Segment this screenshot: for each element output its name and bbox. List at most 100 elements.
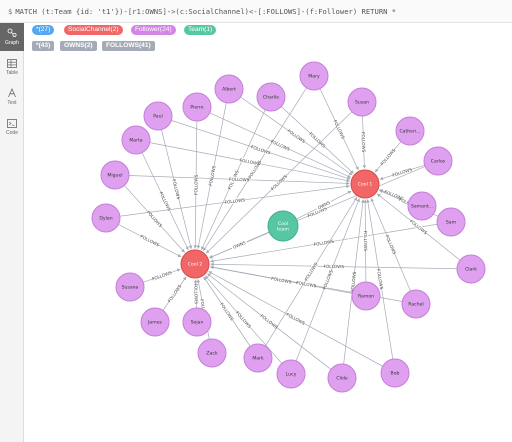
- relationship-label: FOLLOWS: [224, 197, 245, 205]
- follows-relationship[interactable]: FOLLOWS: [193, 120, 199, 249]
- follows-relationship[interactable]: FOLLOWS: [193, 279, 199, 309]
- follower-node[interactable]: Albert: [214, 74, 244, 104]
- sidebar-item-table[interactable]: Table: [0, 53, 24, 81]
- follower-node[interactable]: Pierre: [182, 92, 212, 122]
- follows-relationship[interactable]: FOLLOWS: [118, 224, 182, 258]
- sidebar-item-code[interactable]: Code: [0, 113, 24, 141]
- relationship-label: FOLLOWS: [322, 269, 334, 290]
- follower-node[interactable]: Mary: [299, 61, 329, 91]
- node-label: team: [277, 227, 289, 233]
- follows-relationship[interactable]: FOLLOWS: [362, 199, 369, 283]
- follows-relationship[interactable]: FOLLOWS: [343, 199, 365, 365]
- follower-node[interactable]: Susan: [347, 87, 377, 117]
- follows-relationship[interactable]: FOLLOWS: [196, 102, 227, 249]
- follows-relationship[interactable]: FOLLOWS: [171, 120, 351, 180]
- node-label: Samant...: [411, 204, 433, 210]
- relationship-label: FOLLOWS: [392, 167, 413, 178]
- follower-node[interactable]: Sojan: [182, 307, 212, 337]
- follows-relationship[interactable]: FOLLOWS: [161, 129, 193, 250]
- follower-node[interactable]: Ramon: [351, 281, 381, 311]
- follows-relationship[interactable]: FOLLOWS: [209, 112, 352, 178]
- owns-relationship[interactable]: OWNS: [209, 231, 270, 259]
- follower-node[interactable]: Clark: [456, 254, 486, 284]
- node-label: Rachel: [408, 302, 423, 308]
- tag-socialchannel[interactable]: SocialChannel(2): [64, 25, 123, 35]
- relationship-label: FOLLOWS: [271, 276, 292, 285]
- follows-relationship[interactable]: FOLLOWS: [162, 276, 187, 311]
- relationship-label: OWNS: [232, 240, 246, 250]
- follower-node[interactable]: Sam: [436, 207, 466, 237]
- query-bar[interactable]: $MATCH (t:Team {id: 't1'})-[r1:OWNS]->(c…: [0, 0, 512, 23]
- relationship-label: FOLLOWS: [270, 173, 288, 191]
- relationship-label: FOLLOWS: [333, 119, 346, 140]
- sidebar-item-label: Text: [7, 100, 17, 106]
- follows-relationship[interactable]: FOLLOWS: [374, 141, 402, 173]
- view-sidebar: Graph Table Text Code: [0, 23, 24, 442]
- follows-relationship[interactable]: FOLLOWS: [128, 175, 350, 186]
- node-label: Clark: [465, 267, 477, 273]
- node-label: Catheri...: [399, 129, 420, 135]
- node-label: Cool: [278, 221, 288, 227]
- follower-node[interactable]: Samant...: [407, 191, 437, 221]
- relationship-label: FOLLOWS: [286, 312, 307, 326]
- follows-relationship[interactable]: FOLLOWS: [210, 262, 458, 270]
- text-icon: [8, 88, 16, 98]
- node-label: Susana: [122, 285, 139, 291]
- graph-visualization[interactable]: FOLLOWSFOLLOWSFOLLOWSFOLLOWSFOLLOWSFOLLO…: [24, 56, 512, 442]
- sidebar-item-graph[interactable]: Graph: [0, 23, 24, 51]
- follower-node[interactable]: Marta: [121, 125, 151, 155]
- relationship-label: FOLLOWS: [287, 128, 307, 144]
- node-label: Miguel: [107, 173, 122, 179]
- follower-node[interactable]: Dylan: [91, 203, 121, 233]
- follower-node[interactable]: Bob: [380, 358, 410, 388]
- follows-relationship[interactable]: FOLLOWS: [281, 106, 354, 174]
- follower-node[interactable]: Miguel: [100, 160, 130, 190]
- node-label: Cool 1: [358, 182, 373, 188]
- relationship-label: FOLLOWS: [151, 270, 172, 282]
- socialchannel-node[interactable]: Cool 2: [180, 249, 210, 279]
- relationship-label: FOLLOWS: [409, 219, 428, 236]
- legend-tags: *(27) SocialChannel(2) Follower(24) Team…: [30, 24, 500, 54]
- follower-node[interactable]: Lucy: [276, 359, 306, 389]
- follows-relationship[interactable]: FOLLOWS: [149, 142, 350, 183]
- node-label: Albert: [222, 87, 236, 93]
- tag-owns[interactable]: OWNS(2): [60, 41, 97, 51]
- follows-relationship[interactable]: FOLLOWS: [366, 199, 394, 360]
- owns-relationship[interactable]: OWNS: [296, 190, 352, 220]
- relationship-label: FOLLOWS: [193, 174, 198, 195]
- relationship-label: FOLLOWS: [296, 280, 317, 289]
- tag-all-relationships[interactable]: *(43): [32, 41, 55, 51]
- relationship-label: FOLLOWS: [235, 310, 252, 329]
- follower-node[interactable]: Susana: [115, 272, 145, 302]
- follows-relationship[interactable]: FOLLOWS: [203, 276, 251, 347]
- relationship-label: FOLLOWS: [250, 144, 271, 155]
- tag-follows[interactable]: FOLLOWS(41): [102, 41, 155, 51]
- tag-follower[interactable]: Follower(24): [131, 25, 176, 35]
- tag-all-nodes[interactable]: *(27): [32, 25, 55, 35]
- follower-node[interactable]: Catheri...: [395, 116, 425, 146]
- follows-relationship[interactable]: FOLLOWS: [119, 184, 350, 217]
- relationship-label: FOLLOWS: [159, 191, 172, 212]
- follows-relationship[interactable]: FOLLOWS: [360, 115, 367, 169]
- follows-relationship[interactable]: FOLLOWS: [370, 198, 411, 292]
- follower-node[interactable]: James: [140, 307, 170, 337]
- follows-relationship[interactable]: FOLLOWS: [141, 152, 189, 251]
- sidebar-item-text[interactable]: Text: [0, 83, 24, 111]
- follower-node[interactable]: Rachel: [401, 289, 431, 319]
- follower-node[interactable]: Paul: [143, 101, 173, 131]
- tag-team[interactable]: Team(1): [184, 25, 217, 35]
- follower-node[interactable]: Mark: [243, 343, 273, 373]
- follower-node[interactable]: Clide: [327, 363, 357, 393]
- node-label: Clide: [336, 376, 348, 382]
- relationship-label: FOLLOWS: [363, 231, 368, 252]
- sidebar-item-label: Code: [6, 129, 18, 136]
- follows-relationship[interactable]: FOLLOWS: [379, 164, 425, 181]
- follower-node[interactable]: Zack: [197, 338, 227, 368]
- socialchannel-node[interactable]: Cool 1: [350, 169, 380, 199]
- follower-node[interactable]: Charlie: [256, 82, 286, 112]
- follows-relationship[interactable]: FOLLOWS: [143, 268, 181, 283]
- query-text[interactable]: MATCH (t:Team {id: 't1'})-[r1:OWNS]->(c:…: [15, 7, 397, 16]
- follower-node[interactable]: Carlos: [423, 146, 453, 176]
